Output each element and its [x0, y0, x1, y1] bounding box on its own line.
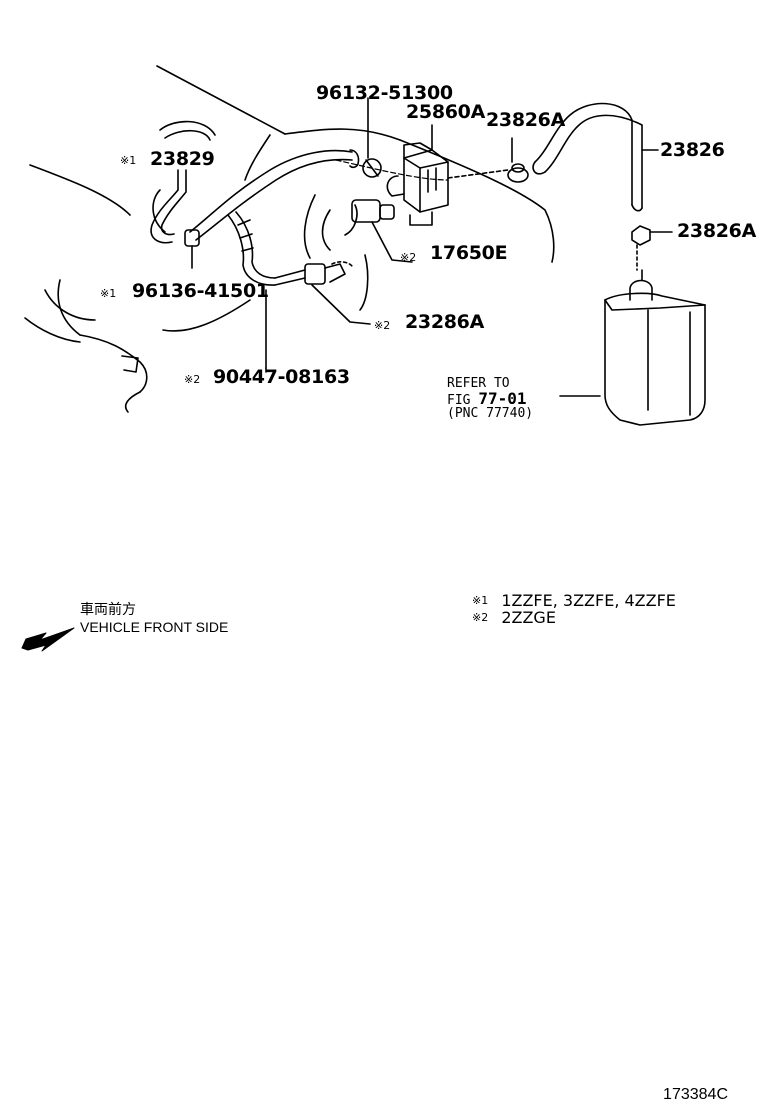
refer-fig-label: FIG [447, 392, 471, 408]
refer-to-figure[interactable]: REFER TO FIG 77-01 (PNC 77740) [447, 377, 533, 421]
legend-text-2: 2ZZGE [501, 608, 556, 627]
note-mark-1: ※1 [120, 154, 137, 167]
clip-23826A-top [507, 137, 529, 183]
part-label-23286A: 23286A [405, 311, 485, 333]
refer-pnc: (PNC 77740) [447, 406, 534, 422]
clip-96136 [184, 229, 200, 269]
hose-main [189, 149, 353, 286]
legend-mark-1: ※1 [472, 594, 489, 607]
note-mark-2: ※2 [400, 251, 417, 264]
legend-row-1: ※1 1ZZFE, 3ZZFE, 4ZZFE [472, 593, 676, 609]
hose-23826 [532, 102, 659, 212]
legend-row-2: ※2 2ZZGE [472, 610, 556, 626]
note-mark-1: ※1 [100, 287, 117, 300]
refer-fig-number: 77-01 [478, 388, 527, 408]
part-label-23829: 23829 [150, 148, 215, 170]
part-label-90447-08163: 90447-08163 [213, 366, 350, 388]
legend-mark-2: ※2 [472, 611, 489, 624]
vehicle-front-jp: 車両前方 [80, 601, 136, 617]
refer-line-1: REFER TO [447, 376, 510, 391]
vehicle-front-en: VEHICLE FRONT SIDE [80, 618, 229, 635]
vehicle-front-label: 車両前方 VEHICLE FRONT SIDE [80, 601, 228, 636]
note-mark-2: ※2 [374, 319, 391, 332]
part-label-25860A: 25860A [406, 101, 486, 123]
leader-dashed-top [335, 159, 509, 181]
valve-23286A [304, 261, 371, 325]
part-label-23826: 23826 [660, 139, 725, 161]
clip-96132 [349, 97, 382, 178]
valve-17650E [351, 199, 413, 263]
clip-23826A-right [631, 225, 673, 271]
engine-outline [24, 65, 555, 413]
part-label-23826A-right: 23826A [677, 220, 757, 242]
vsv-25860A [386, 124, 449, 226]
part-label-23826A-top: 23826A [486, 109, 566, 131]
legend-text-1: 1ZZFE, 3ZZFE, 4ZZFE [501, 591, 676, 610]
refer-line-2: FIG 77-01 [447, 388, 533, 408]
part-label-96132-51300: 96132-51300 [316, 82, 453, 104]
hose-23829 [150, 120, 216, 244]
note-mark-2: ※2 [184, 373, 201, 386]
charcoal-canister [559, 269, 706, 426]
part-label-96136-41501: 96136-41501 [132, 280, 269, 302]
part-label-17650E: 17650E [430, 242, 508, 264]
vehicle-front-arrow-icon [21, 627, 75, 652]
illustration-code: 173384C [663, 1086, 728, 1103]
